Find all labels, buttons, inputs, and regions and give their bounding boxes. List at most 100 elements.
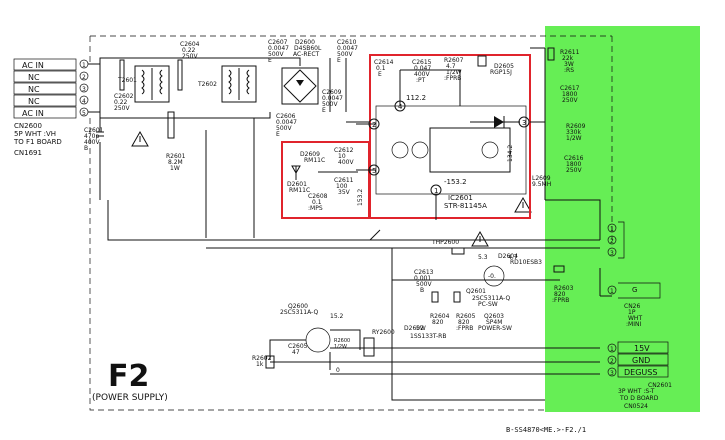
svg-text:250V: 250V <box>182 53 198 60</box>
svg-text:500V: 500V <box>268 51 284 58</box>
svg-text:1/2W: 1/2W <box>334 344 347 350</box>
svg-text:CN2601: CN2601 <box>648 382 672 389</box>
svg-text:RM11C: RM11C <box>289 187 310 194</box>
ic2601-part: STR-81145A <box>444 202 487 210</box>
svg-text:E: E <box>268 57 272 64</box>
svg-text:0.001: 0.001 <box>414 275 431 282</box>
svg-text:C2611: C2611 <box>334 177 354 184</box>
svg-text:820: 820 <box>458 319 470 326</box>
board-title: F2 <box>108 359 149 394</box>
svg-text:400V: 400V <box>84 139 100 146</box>
svg-text:R2602: R2602 <box>252 355 272 362</box>
svg-text:15V: 15V <box>634 344 650 353</box>
voltage-15-2: 15.2 <box>330 313 344 320</box>
svg-text:22k: 22k <box>562 55 574 62</box>
component-labels-ic: C2614 0.1 E C2615 0.047 400V :PT R2607 4… <box>374 55 514 84</box>
svg-text::MPS: :MPS <box>308 205 323 212</box>
left-pin-5-num: 5 <box>82 110 86 117</box>
svg-text:400V: 400V <box>414 71 430 78</box>
svg-text:E: E <box>337 57 341 64</box>
svg-text:9.5MH: 9.5MH <box>532 181 551 188</box>
svg-text:4.7: 4.7 <box>446 63 456 70</box>
svg-text:C2612: C2612 <box>334 147 354 154</box>
svg-text::FPRB: :FPRB <box>444 75 461 82</box>
svg-text::MINI: :MINI <box>626 321 641 328</box>
ic2601-ref: IC2601 <box>448 194 473 202</box>
svg-text:C2613: C2613 <box>414 269 434 276</box>
svg-text:R2605: R2605 <box>456 313 476 320</box>
board-border <box>89 35 613 411</box>
left-connector-desc1: 5P WHT :VH <box>14 130 56 138</box>
svg-text:400V: 400V <box>338 159 354 166</box>
pin-marker-2: 2 <box>372 121 376 129</box>
svg-text:R2601: R2601 <box>166 153 186 160</box>
component-labels-startup: D2609 RM11C C2612 10 400V D2601 RM11C C2… <box>287 147 358 212</box>
svg-text:GND: GND <box>632 356 650 365</box>
left-pin-3-num: 3 <box>82 86 86 93</box>
lower-section: THP2600 D2604 RD10ESB3 5.3 4.7 -0. C2613… <box>206 229 612 401</box>
thp2600-label: THP2600 <box>431 239 459 246</box>
left-connector-name: CN2600 <box>14 122 42 130</box>
svg-text:Q2600: Q2600 <box>288 303 308 310</box>
highlight-box-ic <box>369 54 531 219</box>
svg-text:2: 2 <box>610 358 614 365</box>
svg-text:R2607: R2607 <box>444 57 464 64</box>
svg-text:2: 2 <box>610 238 614 245</box>
svg-text:D2609: D2609 <box>300 151 320 158</box>
svg-text:1800: 1800 <box>566 161 581 168</box>
voltage-4-7: 4.7 <box>508 254 518 261</box>
voltage-0: 0 <box>336 367 340 374</box>
warning-icon <box>514 196 532 213</box>
svg-text:820: 820 <box>554 291 566 298</box>
svg-text:B: B <box>84 145 88 152</box>
svg-text:500V: 500V <box>337 51 353 58</box>
svg-text:G: G <box>632 286 637 294</box>
warning-icon <box>471 230 489 247</box>
svg-text:1k: 1k <box>256 361 264 368</box>
relay-section: Q2600 2SC5311A-Q 15.2 R2602 1k C2605 47 … <box>252 303 600 375</box>
left-pin-5-label: AC IN <box>22 109 44 118</box>
voltage-ic-bottom: -153.2 <box>444 178 467 186</box>
svg-text::PT: :PT <box>416 77 426 84</box>
svg-text:5W: 5W <box>416 325 426 332</box>
svg-text:E: E <box>276 131 280 138</box>
svg-text:0.22: 0.22 <box>182 47 196 54</box>
svg-text:0.047: 0.047 <box>414 65 431 72</box>
pin-marker-5: 5 <box>372 167 376 175</box>
svg-text:10: 10 <box>338 153 346 160</box>
svg-text::FPRB: :FPRB <box>456 325 473 332</box>
svg-text:C2617: C2617 <box>560 85 580 92</box>
svg-text:C2604: C2604 <box>180 41 200 48</box>
svg-text:R2604: R2604 <box>430 313 450 320</box>
svg-text:D2604: D2604 <box>498 253 518 260</box>
svg-text:AC-RECT: AC-RECT <box>293 51 320 58</box>
svg-text:820: 820 <box>432 319 444 326</box>
svg-text:250V: 250V <box>114 105 130 112</box>
svg-text:1: 1 <box>610 346 614 353</box>
left-pin-1-num: 1 <box>82 62 86 69</box>
voltage-5-3: 5.3 <box>478 254 488 261</box>
left-pin-4-num: 4 <box>82 98 86 105</box>
svg-text:0.0047: 0.0047 <box>322 95 343 102</box>
voltage-134: 134.2 <box>507 145 514 162</box>
svg-text:0.0047: 0.0047 <box>337 45 358 52</box>
svg-text:0.0047: 0.0047 <box>268 45 289 52</box>
svg-text:Q2601: Q2601 <box>466 288 486 295</box>
svg-text:R2609: R2609 <box>566 123 586 130</box>
svg-text:1800: 1800 <box>562 91 577 98</box>
bridge-rectifier-d2600 <box>281 67 319 105</box>
svg-text:WHT: WHT <box>628 315 642 322</box>
svg-text:RY2600: RY2600 <box>372 329 395 336</box>
svg-text:C2610: C2610 <box>337 39 357 46</box>
svg-text:PC-SW: PC-SW <box>478 301 498 308</box>
svg-text:3W: 3W <box>564 61 574 68</box>
svg-text:1: 1 <box>610 288 614 295</box>
svg-text:250V: 250V <box>562 97 578 104</box>
svg-text:2SC5311A-Q: 2SC5311A-Q <box>472 295 510 302</box>
svg-text:DEGUSS: DEGUSS <box>624 368 657 377</box>
left-pin-1-label: AC IN <box>22 61 44 70</box>
svg-text:1SS133T-RB: 1SS133T-RB <box>410 333 446 340</box>
svg-text:C2606: C2606 <box>276 113 296 120</box>
left-pin-4-label: NC <box>28 97 40 106</box>
